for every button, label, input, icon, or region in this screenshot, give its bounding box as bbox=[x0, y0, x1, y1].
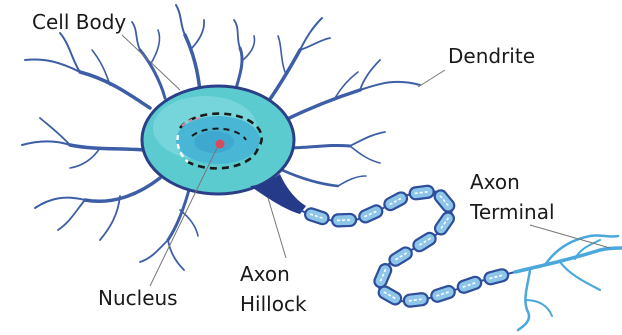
cell-body-leader bbox=[122, 35, 180, 90]
myelin-segment bbox=[433, 210, 457, 237]
myelin-segment bbox=[409, 185, 434, 200]
cell-body-label: Cell Body bbox=[32, 10, 126, 34]
dendrite-branch bbox=[70, 145, 145, 150]
myelin-segment bbox=[432, 188, 456, 214]
dendrite-branch bbox=[140, 50, 165, 98]
axon-hillock-label-line2: Hillock bbox=[240, 292, 307, 316]
dendrite-branch bbox=[350, 132, 385, 146]
dendrite-branch bbox=[168, 186, 190, 240]
terminal-branch bbox=[560, 262, 600, 290]
dendrite-branch bbox=[235, 48, 242, 92]
axon-hillock-label-line1: Axon bbox=[240, 262, 290, 286]
dendrite-branch bbox=[278, 36, 285, 72]
dendrite-branch bbox=[350, 146, 380, 163]
myelin-segment bbox=[411, 231, 438, 254]
myelin-segment bbox=[357, 203, 384, 224]
myelin-segment bbox=[373, 262, 393, 289]
myelin-segment bbox=[403, 293, 428, 308]
axon-terminal-label-line1: Axon bbox=[470, 170, 520, 194]
dendrite-branch bbox=[268, 50, 300, 102]
myelin-segment bbox=[483, 268, 509, 286]
dendrite-branch bbox=[80, 72, 150, 108]
dendrite-label: Dendrite bbox=[448, 44, 535, 68]
dendrite-branch bbox=[22, 141, 70, 145]
axon-terminal-label-line2: Terminal bbox=[470, 200, 555, 224]
dendrite-branch bbox=[285, 90, 360, 120]
dendrite-leader bbox=[418, 70, 445, 87]
myelin-segment bbox=[430, 284, 457, 303]
dendrite-branch bbox=[85, 178, 160, 201]
myelin-segment bbox=[377, 284, 404, 306]
dendrite-branch bbox=[176, 5, 185, 35]
dendrite-branch bbox=[25, 60, 80, 73]
myelin-segment bbox=[304, 207, 331, 226]
myelin-segment bbox=[456, 275, 483, 294]
dendrite-branch bbox=[243, 36, 255, 60]
myelin-segment bbox=[387, 245, 414, 268]
dendrite-branch bbox=[70, 148, 100, 168]
dendrite-branch bbox=[282, 170, 338, 186]
dendrite-branch bbox=[288, 145, 350, 148]
dendrite-branch bbox=[185, 35, 200, 92]
dendrite-branch bbox=[360, 82, 420, 90]
axon-terminal bbox=[515, 235, 622, 330]
dendrite-branch bbox=[190, 20, 204, 50]
terminal-branch bbox=[515, 248, 622, 272]
nucleus-highlight bbox=[194, 131, 234, 153]
dendrite-branch bbox=[35, 198, 85, 208]
dendrite-branch bbox=[338, 176, 366, 186]
myelin-segment bbox=[332, 214, 356, 227]
nucleolus bbox=[216, 140, 225, 149]
nucleus-label: Nucleus bbox=[98, 286, 178, 310]
dendrite-branch bbox=[150, 30, 160, 65]
dendrite-branch bbox=[58, 200, 85, 230]
dendrite-branch bbox=[60, 33, 80, 72]
myelin-segment bbox=[382, 190, 409, 212]
dendrite-branch bbox=[234, 20, 240, 48]
